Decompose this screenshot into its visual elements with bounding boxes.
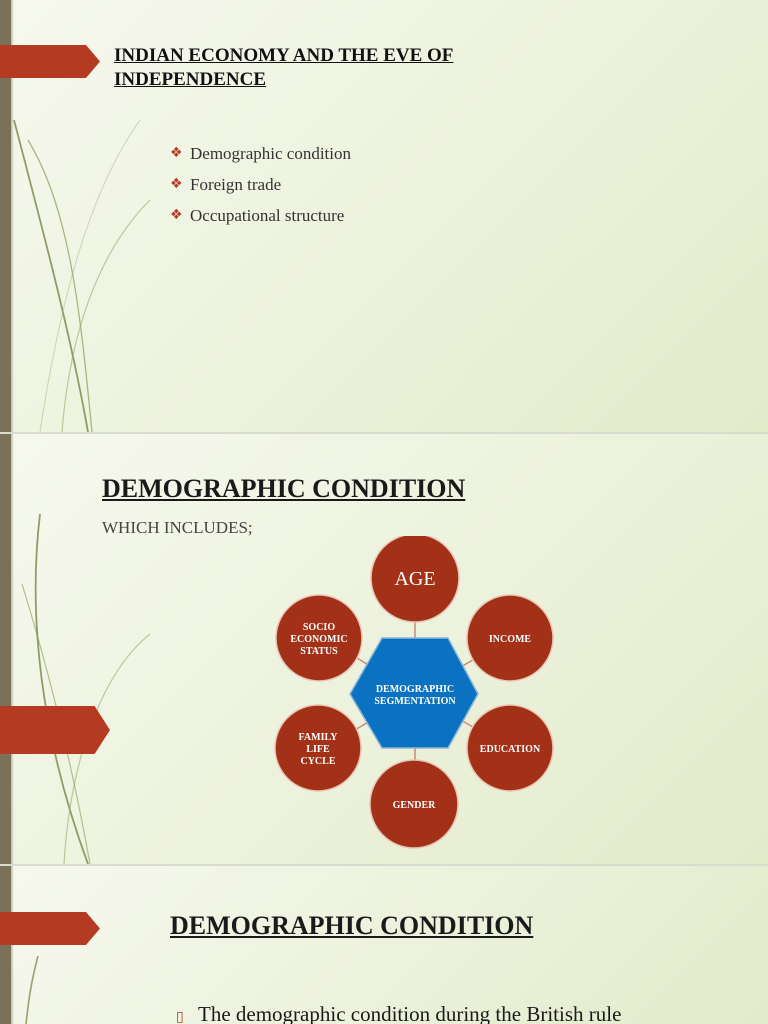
list-item-label: Foreign trade [190, 175, 282, 194]
circle-node-gender: GENDER [369, 759, 459, 849]
slide-title: DEMOGRAPHIC CONDITION [102, 474, 466, 503]
list-item: ❖ Foreign trade [170, 169, 351, 200]
circle-node-age: AGE [370, 536, 460, 623]
node-label-line: SOCIO [303, 622, 335, 633]
title-arrow-tab [0, 45, 100, 78]
square-bullet-icon: ▯ [176, 1009, 184, 1024]
diamond-bullet-icon: ❖ [170, 176, 183, 192]
node-label-line: LIFE [306, 744, 330, 755]
slide-paragraph: ▯ The demographic condition during the B… [176, 1002, 621, 1024]
slide-3[interactable]: DEMOGRAPHIC CONDITION ▯ The demographic … [0, 866, 768, 1024]
list-item: ❖ Demographic condition [170, 138, 351, 169]
diamond-bullet-icon: ❖ [170, 207, 183, 223]
decorative-swoosh-lines [13, 119, 151, 432]
circle-node-income: INCOME [466, 594, 554, 682]
title-arrow-tab [0, 706, 110, 754]
slide-title: DEMOGRAPHIC CONDITION [170, 911, 534, 940]
node-label-line: STATUS [300, 646, 338, 657]
slide-edge-bar [0, 866, 14, 1024]
node-label-line: ECONOMIC [290, 634, 347, 645]
slide-1[interactable]: INDIAN ECONOMY AND THE EVE OF INDEPENDEN… [0, 0, 768, 432]
list-item-label: Demographic condition [190, 144, 351, 163]
list-item: ❖ Occupational structure [170, 200, 351, 231]
slide-edge-bar [0, 0, 14, 432]
center-label-line: DEMOGRAPHIC [376, 684, 454, 695]
slide-2[interactable]: DEMOGRAPHIC CONDITION WHICH INCLUDES; DE… [0, 434, 768, 864]
diamond-bullet-icon: ❖ [170, 145, 183, 161]
title-arrow-tab [0, 912, 100, 945]
circle-node-socio-economic-status: SOCIO ECONOMIC STATUS [275, 594, 363, 682]
circle-node-education: EDUCATION [466, 704, 554, 792]
decorative-swoosh-lines [25, 955, 39, 1024]
slide-title: INDIAN ECONOMY AND THE EVE OF INDEPENDEN… [114, 45, 454, 90]
node-label-line: CYCLE [300, 756, 335, 767]
node-label: AGE [394, 568, 435, 590]
bullet-list: ❖ Demographic condition ❖ Foreign trade … [170, 138, 351, 231]
node-label: GENDER [393, 800, 437, 811]
list-item-label: Occupational structure [190, 206, 345, 225]
hexagon-node-demographic-segmentation: DEMOGRAPHIC SEGMENTATION [349, 637, 479, 749]
paragraph-text: The demographic condition during the Bri… [198, 1002, 622, 1024]
node-label: EDUCATION [480, 744, 541, 755]
slide-subtitle: WHICH INCLUDES; [102, 518, 253, 537]
demographic-segmentation-diagram: DEMOGRAPHIC SEGMENTATION AGE INCOME SOCI… [274, 536, 554, 849]
center-label-line: SEGMENTATION [374, 696, 456, 707]
slide-edge-bar [0, 434, 14, 864]
node-label-line: FAMILY [299, 732, 339, 743]
node-label: INCOME [489, 634, 532, 645]
circle-node-family-life-cycle: FAMILY LIFE CYCLE [274, 704, 362, 792]
